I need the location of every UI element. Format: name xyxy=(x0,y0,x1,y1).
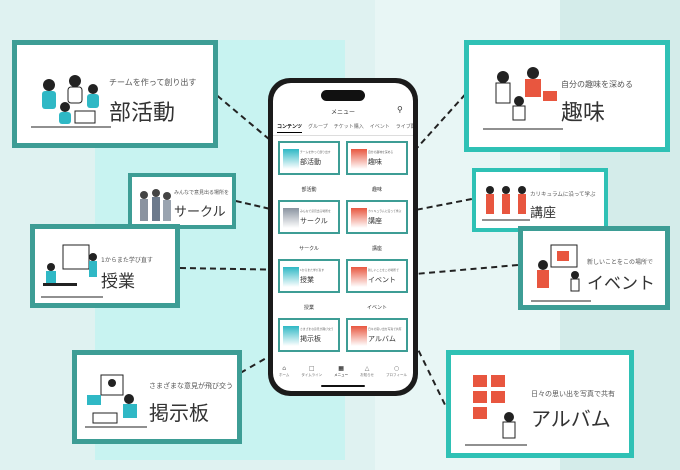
nav-label: タイムライン xyxy=(301,373,323,377)
tile-illustration xyxy=(351,326,367,346)
nav-timeline[interactable]: □タイムライン xyxy=(301,365,322,387)
card-circle[interactable]: みんなで意見出る場所を サークル xyxy=(128,173,236,229)
tile-illustration xyxy=(283,267,299,287)
card-title: 掲示板 xyxy=(149,401,209,425)
menu-tile-event[interactable]: 新しいことをこの場所で イベント イベント xyxy=(346,259,408,311)
card-caption: みんなで意見出る場所を xyxy=(174,190,230,196)
chat-icon: □ xyxy=(308,365,315,372)
tile-caption: 新しいことをこの場所で xyxy=(368,268,399,272)
menu-tile-keijiban[interactable]: さまざまな意見が飛び交う 掲示板 xyxy=(278,318,340,352)
tile-label: サークル xyxy=(299,246,319,252)
phone-notch xyxy=(321,90,365,101)
tile-caption: カリキュラムに沿って学ぶ xyxy=(368,209,402,213)
card-keijiban[interactable]: さまざまな意見が飛び交う 掲示板 xyxy=(72,350,242,444)
card-caption: 新しいことをこの場所で xyxy=(587,259,654,266)
card-event[interactable]: 新しいことをこの場所で イベント xyxy=(518,226,670,310)
menu-tile-album[interactable]: 日々の思い出を写真で共有 アルバム xyxy=(346,318,408,352)
card-caption: チームを作って創り出す xyxy=(109,78,197,87)
card-title: サークル xyxy=(174,205,226,220)
tile-illustration xyxy=(351,267,367,287)
card-caption: さまざまな意見が飛び交う xyxy=(149,382,233,390)
tile-label: イベント xyxy=(366,305,387,311)
nav-menu[interactable]: ▦メニュー xyxy=(334,365,348,387)
card-album[interactable]: 日々の思い出を写真で共有 アルバム xyxy=(446,350,634,458)
card-caption: 自分の趣味を深める xyxy=(561,80,633,89)
card-title: 趣味 xyxy=(561,101,606,126)
nav-profile[interactable]: ○プロフィール xyxy=(386,365,407,387)
nav-label: メニュー xyxy=(334,373,349,377)
tile-caption: 自分の趣味を深める xyxy=(368,150,394,154)
tile-caption: チームを作って創り出す xyxy=(300,150,331,154)
class-illustration xyxy=(41,244,103,298)
tile-illustration xyxy=(283,326,299,346)
card-jugyo[interactable]: 1からまた学び直す 授業 xyxy=(30,224,180,308)
tab-bar: コンテンツ グループ チケット購入 イベント ライブ配 xyxy=(273,123,413,133)
tile-caption: さまざまな意見が飛び交う xyxy=(300,327,334,331)
card-caption: 日々の思い出を写真で共有 xyxy=(531,390,615,398)
event-illustration xyxy=(531,244,591,302)
screen-title: メニュー xyxy=(330,109,355,116)
card-bukatsu[interactable]: チームを作って創り出す 部活動 xyxy=(12,40,218,148)
tile-illustration xyxy=(351,149,367,169)
nav-label: お知らせ xyxy=(360,373,375,377)
tab-contents[interactable]: コンテンツ xyxy=(277,123,303,133)
nav-label: ホーム xyxy=(278,373,290,377)
tile-illustration xyxy=(351,208,367,228)
tile-title: アルバム xyxy=(368,335,396,343)
card-caption: カリキュラムに沿って学ぶ xyxy=(530,192,596,198)
bottom-nav: ⌂ホーム □タイムライン ▦メニュー △お知らせ ○プロフィール xyxy=(273,365,413,387)
hobby-illustration xyxy=(483,67,563,130)
tile-title: 授業 xyxy=(300,276,314,284)
tile-title: 掲示板 xyxy=(300,335,321,343)
board-illustration xyxy=(85,374,147,428)
nav-label: プロフィール xyxy=(386,373,407,377)
card-title: 部活動 xyxy=(109,101,176,126)
tab-tickets[interactable]: チケット購入 xyxy=(333,124,364,130)
tile-title: サークル xyxy=(300,217,328,225)
menu-tile-jugyo[interactable]: 1からまた学び直す 授業 授業 xyxy=(278,259,340,311)
tile-caption: みんなで意見出る場所を xyxy=(300,209,331,213)
nav-home[interactable]: ⌂ホーム xyxy=(279,365,289,387)
tile-title: 趣味 xyxy=(368,158,382,166)
team-illustration xyxy=(31,75,111,128)
nav-notifications[interactable]: △お知らせ xyxy=(360,365,374,387)
circle-illustration xyxy=(140,189,171,221)
menu-tile-shumi[interactable]: 自分の趣味を深める 趣味 趣味 xyxy=(346,141,408,193)
tile-title: 講座 xyxy=(368,217,382,225)
phone-screen: メニュー ⚲ コンテンツ グループ チケット購入 イベント ライブ配 チームを作… xyxy=(273,83,413,391)
menu-tile-bukatsu[interactable]: チームを作って創り出す 部活動 部活動 xyxy=(278,141,340,193)
card-title: 講座 xyxy=(530,206,557,221)
tile-label: 部活動 xyxy=(301,187,317,193)
tile-illustration xyxy=(283,208,299,228)
home-icon: ⌂ xyxy=(282,365,287,372)
tab-divider xyxy=(273,135,413,136)
menu-tile-circle[interactable]: みんなで意見出る場所を サークル サークル xyxy=(278,200,340,252)
tab-live[interactable]: ライブ配 xyxy=(395,124,413,130)
search-icon[interactable]: ⚲ xyxy=(397,105,403,114)
album-illustration xyxy=(465,375,527,446)
phone-mockup: メニュー ⚲ コンテンツ グループ チケット購入 イベント ライブ配 チームを作… xyxy=(268,78,418,396)
tab-events[interactable]: イベント xyxy=(369,124,390,130)
book-icon: ▦ xyxy=(338,365,344,372)
tile-illustration xyxy=(283,149,299,169)
card-koza[interactable]: カリキュラムに沿って学ぶ 講座 xyxy=(472,168,608,232)
home-indicator xyxy=(321,385,365,387)
menu-tile-koza[interactable]: カリキュラムに沿って学ぶ 講座 講座 xyxy=(346,200,408,252)
tile-title: 部活動 xyxy=(300,158,321,166)
tile-label: 講座 xyxy=(371,246,382,252)
tile-caption: 1からまた学び直す xyxy=(300,268,325,272)
tab-groups[interactable]: グループ xyxy=(308,124,328,130)
card-title: イベント xyxy=(587,274,655,294)
tile-label: 趣味 xyxy=(371,187,382,193)
lecture-illustration xyxy=(482,186,530,221)
tile-label: 授業 xyxy=(303,305,314,311)
user-icon: ○ xyxy=(393,365,400,372)
card-shumi[interactable]: 自分の趣味を深める 趣味 xyxy=(464,40,670,152)
card-caption: 1からまた学び直す xyxy=(101,257,153,264)
card-title: 授業 xyxy=(101,272,135,292)
bell-icon: △ xyxy=(364,365,370,372)
card-title: アルバム xyxy=(531,407,611,431)
tile-title: イベント xyxy=(368,276,396,284)
tile-caption: 日々の思い出を写真で共有 xyxy=(368,327,402,331)
